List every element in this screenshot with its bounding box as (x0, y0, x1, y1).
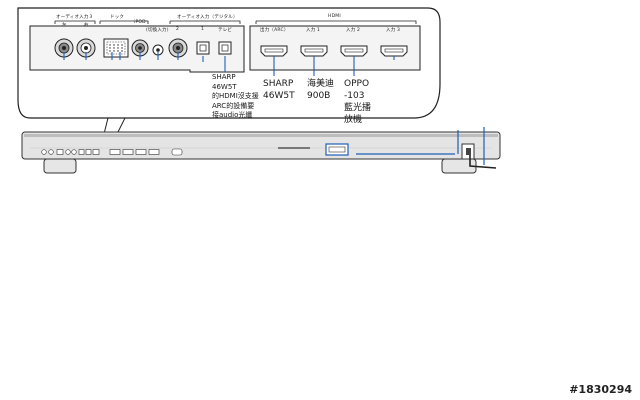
label-digital-2: 2 (176, 27, 180, 32)
audio-in-3-jacks (54, 38, 96, 58)
label-dock: ドック (110, 15, 125, 20)
left-foot (43, 158, 77, 174)
label-hdmi-in-3: 入力 3 (386, 28, 401, 33)
digital-2-coax (168, 38, 188, 58)
bar-rear-connectors (41, 148, 183, 156)
label-audio-in-3: オーディオ入力３ (56, 15, 94, 20)
annotation-hdmi-1: 海美迪 900B (307, 79, 335, 101)
zoom-line-right (116, 117, 126, 135)
mode-jack (152, 44, 164, 56)
ipod-jack (131, 39, 149, 57)
power-cord (469, 155, 497, 169)
connection-ticks (63, 52, 395, 62)
zoom-line-left (103, 117, 109, 135)
label-hdmi-out-arc: 出力（ARC） (260, 28, 289, 33)
label-digital-1: 1 (201, 27, 205, 32)
hdmi-ports (260, 45, 408, 57)
label-dock-ipod: iPOD (134, 20, 146, 25)
label-hdmi: HDMI (328, 14, 341, 19)
watermark: #1830294 (569, 383, 632, 396)
label-dock-mode: (切換入力) (146, 28, 169, 33)
label-audio-in-3-l: 左 (62, 23, 67, 28)
annotation-leaders (224, 60, 355, 76)
label-hdmi-in-2: 入力 2 (346, 28, 361, 33)
annotation-optical: SHARP 46W5T 的HDMI沒支援 ARC的設備要 接audio光纖 (212, 73, 259, 119)
annotation-arc-out: SHARP 46W5T (263, 79, 295, 101)
annotation-hdmi-2: OPPO -103 藍光播 放機 (344, 79, 372, 125)
optical-ports (196, 41, 232, 55)
label-audio-in-3-r: 右 (84, 23, 89, 28)
label-hdmi-in-1: 入力 1 (306, 28, 321, 33)
dock-connector (103, 38, 129, 58)
bar-highlight-box (325, 143, 349, 156)
label-audio-in-digital: オーディオ入力（デジタル） (177, 15, 238, 20)
soundbar-body (21, 131, 501, 160)
label-digital-tv: テレビ (218, 28, 233, 33)
